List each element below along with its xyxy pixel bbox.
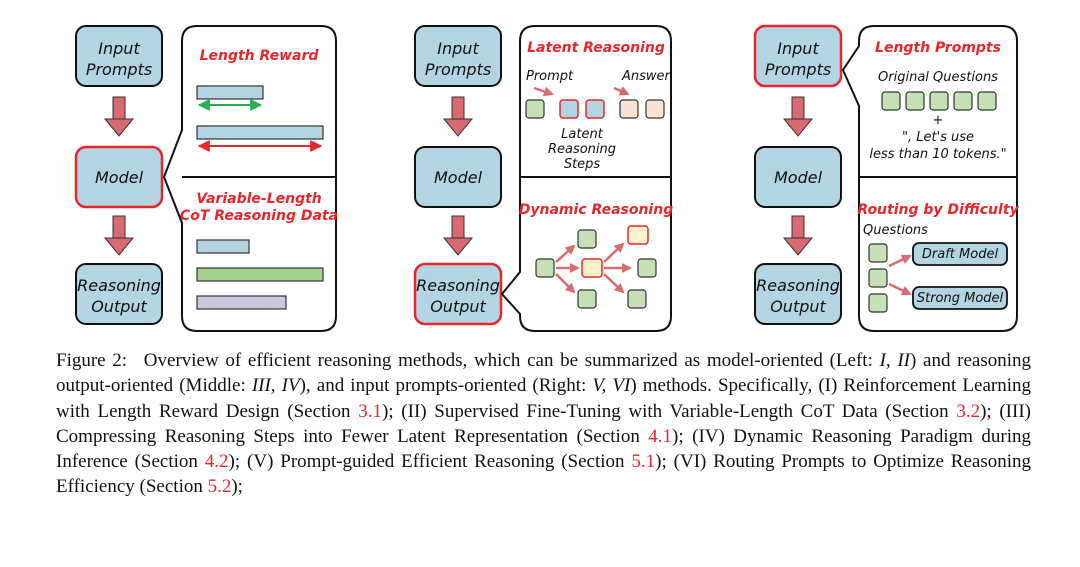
right-output-box — [754, 263, 842, 325]
answer-label: Answer — [621, 69, 672, 84]
right-output-label-2: Output — [770, 297, 826, 316]
latent-step-square-2 — [585, 99, 605, 119]
latent-label-3: Steps — [564, 157, 601, 172]
draft-model-box — [912, 242, 1008, 266]
left-input-label-1: Input — [98, 39, 140, 58]
plus-sign: + — [933, 113, 944, 128]
section-link-4-1[interactable]: 4.1 — [648, 425, 673, 447]
middle-input-prompts-box — [414, 25, 502, 87]
routing-question-2 — [868, 268, 888, 288]
cot-long-bar — [196, 267, 324, 282]
caption-text-10: ); — [231, 476, 243, 498]
variable-length-title-2: CoT Reasoning Data — [180, 208, 338, 224]
right-input-label-2: Prompts — [765, 60, 831, 79]
dynamic-reasoning-title: Dynamic Reasoning — [519, 202, 673, 218]
right-arrow-down-1 — [782, 96, 814, 137]
right-input-prompts-box — [753, 24, 843, 88]
left-arrow-down-2 — [103, 215, 135, 256]
caption-text-9: ); (VI) Routing Prompts to Optimize Reas… — [56, 451, 1031, 498]
left-callout-bubble — [162, 25, 337, 332]
question-token-squares — [881, 91, 997, 111]
section-link-3-2[interactable]: 3.2 — [956, 400, 981, 422]
routing-title: Routing by Difficulty — [857, 202, 1019, 218]
cot-short-bar — [196, 239, 250, 254]
left-output-label-1: Reasoning — [77, 276, 161, 295]
caption-text-8: ); (V) Prompt-guided Efficient Reasoning… — [228, 451, 632, 473]
left-model-label: Model — [95, 168, 144, 187]
prompt-suffix-1: ", Let's use — [902, 130, 974, 145]
prompt-token-square — [525, 99, 545, 119]
dynamic-reasoning-graph — [535, 225, 657, 309]
left-model-box — [74, 145, 164, 209]
right-model-box — [754, 146, 842, 208]
caption-text-5: ); (II) Supervised Fine-Tuning with Vari… — [382, 400, 957, 422]
caption-italic-1: I, II — [879, 350, 910, 371]
caption-text-3: ), and input prompts-oriented (Right: — [299, 375, 593, 397]
route-arrow-strong — [888, 282, 912, 296]
methods-overview-diagram: Input Prompts Model Reasoning Output Len… — [74, 24, 1020, 332]
caption-text-4: ) methods. Specifically, (I) Reinforceme… — [56, 375, 1031, 422]
caption-text-2: ) and reasoning output-oriented (Middle: — [56, 350, 1032, 397]
figure-label: Figure 2: — [56, 350, 128, 371]
section-link-5-2[interactable]: 5.2 — [207, 476, 232, 498]
section-link-3-1[interactable]: 3.1 — [358, 400, 382, 422]
latent-label-1: Latent — [561, 127, 604, 142]
caption-text-7: ); (IV) Dynamic Reasoning Paradigm durin… — [56, 425, 1031, 473]
caption-italic-3: V, VI — [592, 375, 631, 397]
answer-arrow — [613, 86, 630, 96]
answer-token-square-2 — [645, 99, 665, 119]
reward-long-bar — [196, 125, 324, 140]
right-model-label: Model — [774, 168, 823, 187]
answer-token-square-1 — [619, 99, 639, 119]
latent-reasoning-title: Latent Reasoning — [527, 40, 665, 56]
left-arrow-down-1 — [103, 96, 135, 137]
caption-italic-2: III, IV — [251, 375, 300, 397]
left-input-prompts-box — [75, 25, 163, 87]
latent-label-2: Reasoning — [548, 142, 616, 157]
original-questions-label: Original Questions — [878, 70, 998, 85]
middle-model-label: Model — [434, 168, 483, 187]
reward-short-bar — [196, 85, 264, 100]
middle-panel: Input Prompts Model Reasoning Output Lat… — [413, 25, 673, 332]
left-input-label-2: Prompts — [86, 60, 152, 79]
left-panel: Input Prompts Model Reasoning Output Len… — [74, 25, 338, 332]
routing-question-1 — [868, 243, 888, 263]
questions-label: Questions — [863, 223, 928, 238]
right-input-label-1: Input — [777, 39, 819, 58]
right-panel: Input Prompts Model Reasoning Output Len… — [753, 24, 1020, 332]
section-link-5-1[interactable]: 5.1 — [631, 451, 656, 473]
latent-step-square-1 — [559, 99, 579, 119]
route-arrow-draft — [888, 254, 912, 268]
strong-model-box — [912, 286, 1008, 310]
length-reward-title: Length Reward — [200, 48, 320, 64]
strong-model-label: Strong Model — [917, 291, 1004, 306]
figure-caption: Figure 2: Overview of efficient reasonin… — [56, 348, 1031, 500]
caption-text-6: ); (III) Compressing Reasoning Steps int… — [56, 400, 1031, 447]
left-output-box — [75, 263, 163, 325]
middle-input-label-1: Input — [437, 39, 479, 58]
middle-arrow-down-2 — [442, 215, 474, 256]
caption-text-1: Overview of efficient reasoning methods,… — [143, 350, 880, 371]
prompt-suffix-2: less than 10 tokens." — [869, 147, 1006, 162]
middle-model-box — [414, 146, 502, 208]
draft-model-label: Draft Model — [922, 247, 999, 262]
middle-output-label-2: Output — [430, 297, 486, 316]
middle-input-label-2: Prompts — [425, 60, 491, 79]
prompt-label: Prompt — [526, 69, 574, 84]
prompt-arrow — [533, 86, 554, 97]
variable-length-title-1: Variable-Length — [196, 191, 322, 207]
section-link-4-2[interactable]: 4.2 — [204, 451, 229, 473]
length-prompts-title: Length Prompts — [875, 40, 1001, 56]
routing-question-3 — [868, 293, 888, 313]
right-arrow-down-2 — [782, 215, 814, 256]
middle-arrow-down-1 — [442, 96, 474, 137]
left-output-label-2: Output — [91, 297, 147, 316]
right-output-label-1: Reasoning — [756, 276, 840, 295]
cot-medium-bar — [196, 295, 287, 310]
middle-output-label-1: Reasoning — [416, 276, 500, 295]
